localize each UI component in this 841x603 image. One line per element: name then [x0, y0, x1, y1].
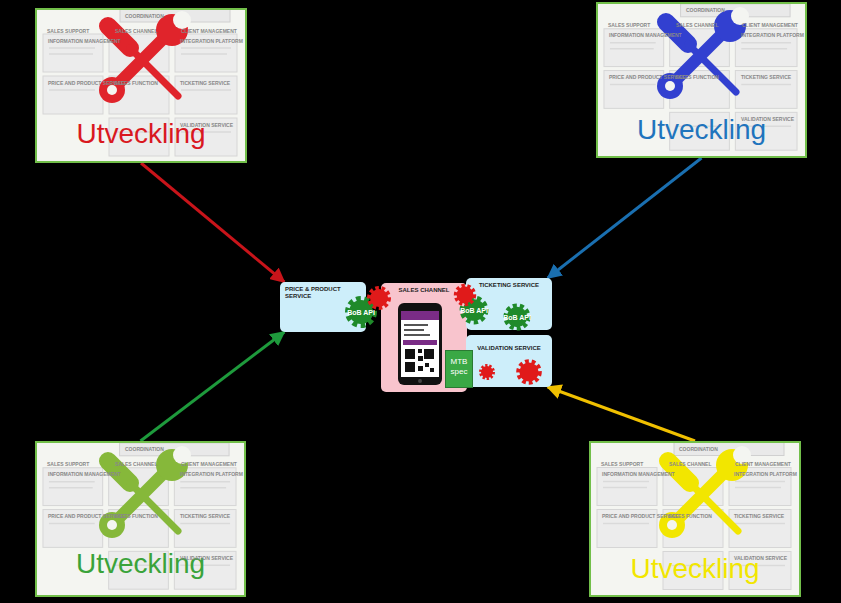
thumbnail-label: SALES CHANNEL [669, 462, 712, 467]
thumbnail-label: SALES FUNCTION [668, 514, 712, 519]
box-title: PRICE & PRODUCT SERVICE [285, 286, 361, 300]
thumbnail-label: COORDINATION [125, 14, 164, 19]
thumbnail-label: INFORMATION MANAGEMENT [48, 472, 121, 477]
arrow-connector [548, 158, 702, 278]
panel-title: Utveckling [37, 548, 244, 580]
thumbnail-label: VALIDATION SERVICE [734, 556, 787, 561]
arrow-connector [548, 387, 695, 441]
thumbnail-label: INTEGRATION PLATFORM [734, 472, 797, 477]
thumbnail-label: TICKETING SERVICE [180, 514, 230, 519]
thumbnail-label: SALES CHANNEL [115, 462, 158, 467]
thumbnail-label: INFORMATION MANAGEMENT [602, 472, 675, 477]
thumbnail-label: COORDINATION [686, 8, 725, 13]
thumbnail-label: COORDINATION [679, 447, 718, 452]
thumbnail-label: SALES FUNCTION [675, 75, 719, 80]
thumbnail-label: VALIDATION SERVICE [180, 556, 233, 561]
thumbnail-label: VALIDATION SERVICE [741, 117, 794, 122]
thumbnail-label: VALIDATION SERVICE [180, 123, 233, 128]
thumbnail-label: INFORMATION MANAGEMENT [609, 33, 682, 38]
box-title: MTB spec [448, 357, 470, 377]
thumbnail-label: INTEGRATION PLATFORM [741, 33, 804, 38]
thumbnail-label: INFORMATION MANAGEMENT [48, 39, 121, 44]
thumbnail-label: SALES SUPPORT [47, 29, 89, 34]
thumbnail-label: CLIENT MANAGEMENT [181, 29, 237, 34]
thumbnail-label: COORDINATION [125, 447, 164, 452]
spec-box: MTB spec [445, 350, 473, 388]
box-title: TICKETING SERVICE [471, 282, 547, 289]
service-box: PRICE & PRODUCT SERVICE [280, 282, 366, 332]
service-box: VALIDATION SERVICE [466, 335, 552, 387]
thumbnail-label: SALES CHANNEL [115, 29, 158, 34]
thumbnail-label: SALES CHANNEL [676, 23, 719, 28]
thumbnail-panel: Utveckling COORDINATION SALES SUPPORT SALES… [35, 441, 246, 597]
service-box: TICKETING SERVICE [466, 278, 552, 330]
thumbnail-label: INTEGRATION PLATFORM [180, 472, 243, 477]
thumbnail-label: SALES SUPPORT [47, 462, 89, 467]
thumbnail-label: TICKETING SERVICE [741, 75, 791, 80]
thumbnail-label: SALES FUNCTION [114, 81, 158, 86]
box-title: SALES CHANNEL [386, 287, 462, 294]
thumbnail-panel: UtvecklingCOORDINATIONSALES SUPPORTSALES… [589, 441, 801, 597]
thumbnail-label: TICKETING SERVICE [734, 514, 784, 519]
box-title: VALIDATION SERVICE [471, 345, 547, 352]
thumbnail-label: INTEGRATION PLATFORM [180, 39, 243, 44]
thumbnail-label: CLIENT MANAGEMENT [735, 462, 791, 467]
thumbnail-label: SALES SUPPORT [608, 23, 650, 28]
thumbnail-panel: UtvecklingCOORDINATIONSALES SUPPORTSALES… [35, 8, 247, 163]
thumbnail-label: PRICE AND PRODUCT SERVICE [602, 514, 679, 519]
arrow-connector [141, 332, 285, 441]
thumbnail-label: PRICE AND PRODUCT SERVICE [48, 514, 125, 519]
thumbnail-label: PRICE AND PRODUCT SERVICE [609, 75, 686, 80]
thumbnail-label: TICKETING SERVICE [180, 81, 230, 86]
thumbnail-panel: UtvecklingCOORDINATIONSALES SUPPORTSALES… [596, 2, 807, 158]
thumbnail-label: CLIENT MANAGEMENT [742, 23, 798, 28]
thumbnail-label: CLIENT MANAGEMENT [181, 462, 237, 467]
thumbnail-label: SALES FUNCTION [114, 514, 158, 519]
thumbnail-label: PRICE AND PRODUCT SERVICE [48, 81, 125, 86]
arrow-connector [141, 163, 284, 282]
thumbnail-label: SALES SUPPORT [601, 462, 643, 467]
